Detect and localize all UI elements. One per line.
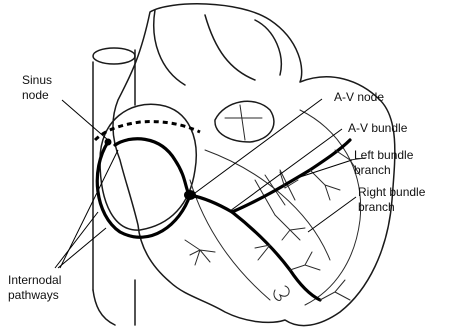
left-ventricle-wall (300, 110, 361, 305)
left-bundle-branch-path (232, 140, 350, 212)
inferior-vena-cava (93, 280, 135, 325)
papillary-fibers (185, 215, 305, 300)
label-right-bundle-branch: Right bundle branch (358, 185, 429, 214)
internodal-loop-outer (97, 142, 190, 237)
label-left-bundle-branch: Left bundle branch (354, 148, 417, 177)
label-sinus-node: Sinus node (22, 73, 55, 102)
right-bundle-branch-path (232, 212, 320, 300)
av-bundle-path (190, 195, 232, 212)
vena-cava-top (93, 48, 135, 64)
aorta-outline (154, 10, 282, 85)
label-av-bundle: A-V bundle (348, 121, 408, 135)
mitral-valve (255, 170, 295, 215)
valve-cusp-line (225, 105, 262, 140)
label-internodal-pathways: Internodal pathways (8, 273, 65, 302)
leader-lines (55, 99, 356, 268)
label-av-node: A-V node (334, 90, 384, 104)
septum-line (190, 150, 330, 300)
